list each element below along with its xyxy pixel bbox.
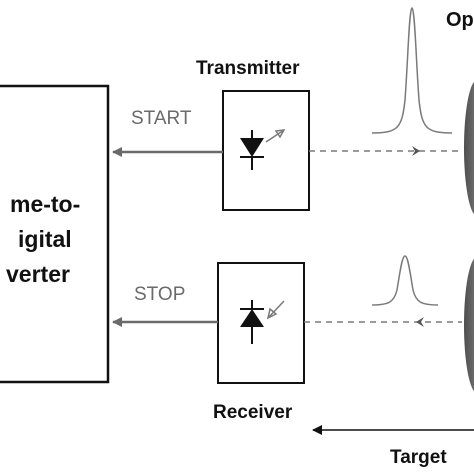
receiver-label: Receiver	[213, 402, 293, 423]
outgoing-chevron-icon	[412, 146, 420, 156]
photodiode-icon	[240, 300, 285, 344]
return-chevron-icon	[416, 317, 424, 327]
optics-lens-top	[464, 81, 474, 215]
outgoing-beam	[309, 146, 462, 156]
laser-diode-icon	[240, 129, 286, 170]
stop-label: STOP	[134, 284, 185, 305]
transmitted-pulse-icon	[371, 7, 453, 134]
target-label: Target	[390, 447, 447, 468]
return-beam	[304, 317, 462, 327]
optics-lens-bottom	[464, 258, 474, 392]
start-label: START	[131, 108, 192, 129]
transmitter-box	[222, 90, 310, 211]
tdc-block: me-to- igital verter	[0, 84, 110, 384]
transmitter-label: Transmitter	[196, 58, 300, 79]
received-pulse-icon	[371, 255, 439, 306]
optics-label: Op	[446, 9, 474, 31]
tdc-label-line-2: igital	[18, 226, 72, 252]
tdc-label-line-1: me-to-	[10, 191, 80, 217]
tdc-label-line-3: verter	[6, 261, 70, 287]
